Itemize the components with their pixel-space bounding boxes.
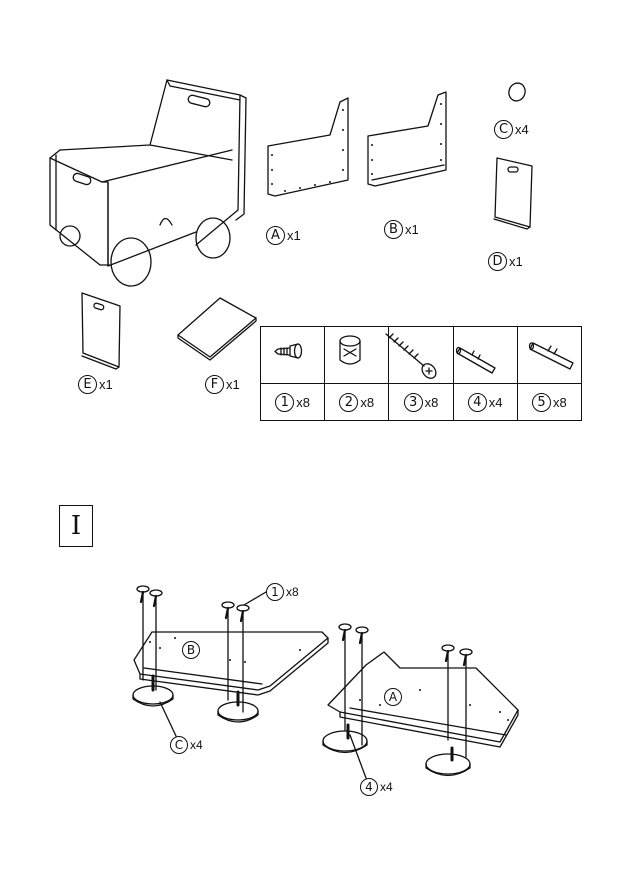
part-c-letter: C <box>494 120 513 139</box>
part-f-qty: x1 <box>226 377 240 392</box>
leader-screw <box>243 591 267 606</box>
hardware-cell-2 <box>324 326 390 384</box>
wheel-c-illustration <box>508 82 526 102</box>
part-e-qty: x1 <box>99 377 113 392</box>
panel-a-illustration <box>267 97 349 197</box>
panel-d-illustration <box>493 157 533 230</box>
step-panel-a-illustration <box>327 651 519 748</box>
hardware-2-qty: x8 <box>360 394 375 410</box>
part-d-label: D x1 <box>488 252 523 271</box>
step-wheel-callout: C x4 <box>170 736 203 754</box>
leader-wheel <box>159 701 177 737</box>
leader-dowel <box>349 734 367 779</box>
hardware-cell-4 <box>452 326 518 384</box>
part-e-letter: E <box>78 375 97 394</box>
hardware-5-qty: x8 <box>553 394 567 410</box>
part-a-label: A x1 <box>266 226 301 245</box>
step-panel-a-callout: A <box>384 688 404 706</box>
step-dowel-qty: x4 <box>380 780 393 794</box>
step-wheels-illustration <box>132 685 471 777</box>
step-screw-callout: 1 x8 <box>266 583 299 601</box>
part-d-qty: x1 <box>509 254 523 269</box>
hardware-3-qty: x8 <box>424 394 439 410</box>
part-c-qty: x4 <box>515 122 529 137</box>
hardware-4-number: 4 <box>467 392 487 412</box>
panel-e-illustration <box>81 292 121 370</box>
hardware-cell-1 <box>259 326 326 384</box>
step-screw-number: 1 <box>266 583 284 601</box>
step-panel-a-letter: A <box>384 688 402 706</box>
step-screw-qty: x8 <box>286 585 299 599</box>
step-panel-b-illustration <box>133 631 329 696</box>
step-dowel-number: 4 <box>360 778 378 796</box>
part-c-label: C x4 <box>494 120 529 139</box>
part-e-label: E x1 <box>78 375 113 394</box>
step-panel-b-letter: B <box>182 641 200 659</box>
hardware-2-number: 2 <box>339 392 359 412</box>
step-dowel-callout: 4 x4 <box>360 778 393 796</box>
step-wheel-qty: x4 <box>190 738 203 752</box>
panel-b-illustration <box>367 91 447 187</box>
part-a-letter: A <box>266 226 285 245</box>
part-b-letter: B <box>384 220 403 239</box>
part-b-qty: x1 <box>405 222 419 237</box>
hardware-3-number: 3 <box>403 392 423 412</box>
hardware-4-qty: x4 <box>488 394 503 410</box>
panel-f-illustration <box>177 297 257 361</box>
hardware-5-number: 5 <box>532 392 551 412</box>
hardware-cell-3 <box>388 326 454 384</box>
part-f-letter: F <box>205 375 224 394</box>
hardware-1-number: 1 <box>275 392 295 412</box>
step-panel-b-callout: B <box>182 641 202 659</box>
hardware-cell-5 <box>516 326 583 384</box>
hardware-icon-row <box>259 326 583 384</box>
step-wheel-letter: C <box>170 736 188 754</box>
part-a-qty: x1 <box>287 228 301 243</box>
hardware-1-qty: x8 <box>296 394 310 410</box>
part-f-label: F x1 <box>205 375 240 394</box>
step-number-box: I <box>59 505 93 547</box>
assembled-cart-illustration <box>49 79 247 287</box>
part-d-letter: D <box>488 252 507 271</box>
step-screws-illustration <box>136 585 473 762</box>
part-b-label: B x1 <box>384 220 419 239</box>
